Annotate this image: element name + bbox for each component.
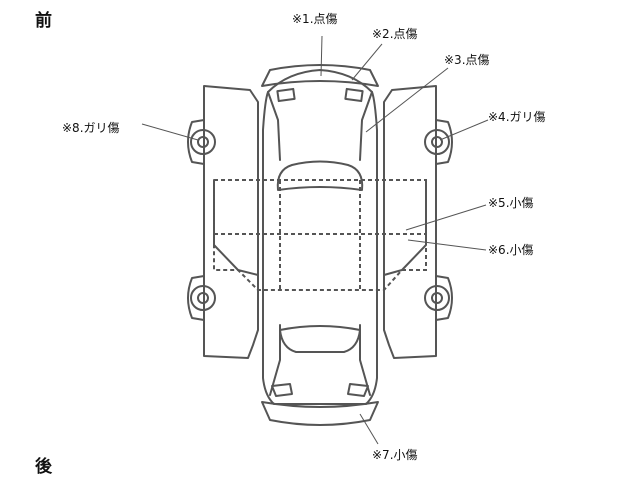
right-side-window-line: [383, 179, 427, 276]
front-windshield: [276, 160, 364, 191]
left-headlight: [276, 87, 296, 103]
front-bumper: [261, 64, 379, 87]
right-taillight: [347, 383, 369, 397]
damage-label-1: ※1.点傷: [292, 12, 338, 26]
hood-line-left: [267, 91, 281, 161]
leader-line-7: [359, 413, 379, 445]
leader-line-2: [351, 43, 383, 81]
leader-line-5: [405, 204, 487, 231]
trunk-line-left: [269, 324, 281, 396]
front-left-wheel: [187, 119, 216, 165]
left-side-panel: [203, 85, 259, 359]
rear-bumper: [261, 401, 379, 426]
damage-label-3: ※3.点傷: [444, 53, 490, 67]
damage-label-4: ※4.ガリ傷: [488, 110, 546, 124]
trunk-line-right: [359, 324, 371, 396]
door-grid-outer: [213, 179, 427, 291]
rear-windshield: [279, 325, 361, 353]
hood-line-right: [359, 91, 373, 161]
damage-label-5: ※5.小傷: [488, 196, 534, 210]
car-body-outline: [262, 69, 378, 405]
leader-line-6: [407, 239, 487, 251]
front-direction-label: 前: [35, 11, 52, 31]
rear-direction-label: 後: [35, 457, 52, 477]
leader-line-8: [141, 123, 199, 141]
front-right-wheel: [424, 119, 453, 165]
damage-label-2: ※2.点傷: [372, 27, 418, 41]
damage-label-7: ※7.小傷: [372, 448, 418, 462]
rear-right-wheel: [424, 275, 453, 321]
leader-line-1: [320, 35, 323, 77]
right-headlight: [344, 87, 364, 103]
rear-left-wheel: [187, 275, 216, 321]
right-side-panel: [383, 85, 437, 359]
leader-line-4: [439, 119, 489, 141]
leader-line-3: [365, 67, 449, 133]
left-side-window-line: [213, 179, 259, 276]
left-taillight: [271, 383, 293, 397]
damage-label-6: ※6.小傷: [488, 243, 534, 257]
damage-label-8: ※8.ガリ傷: [62, 121, 120, 135]
